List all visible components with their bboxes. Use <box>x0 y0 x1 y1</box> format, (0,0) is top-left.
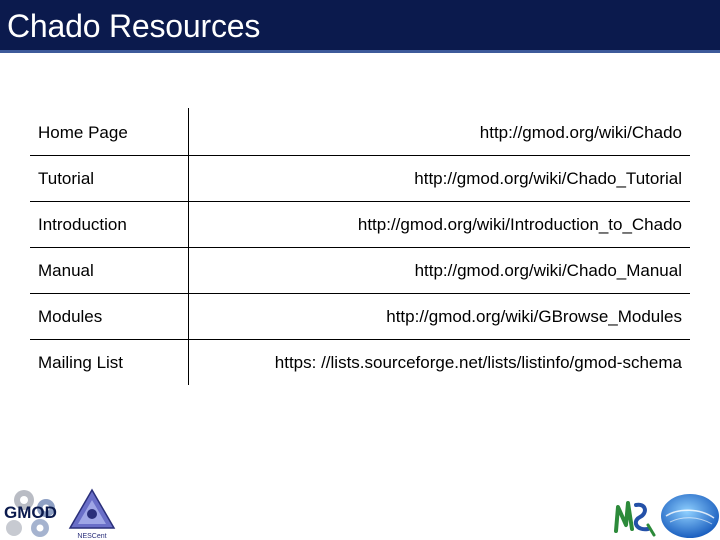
resource-url[interactable]: http://gmod.org/wiki/Chado_Manual <box>188 247 690 294</box>
table-row: Mailing List https: //lists.sourceforge.… <box>30 339 690 385</box>
resource-label: Modules <box>30 293 189 340</box>
gmod-logo-text: GMOD <box>4 503 57 522</box>
ns-logo <box>614 501 656 537</box>
resource-url[interactable]: https: //lists.sourceforge.net/lists/lis… <box>188 339 690 385</box>
table-row: Modules http://gmod.org/wiki/GBrowse_Mod… <box>30 293 690 340</box>
nescent-logo-text: NESCent <box>77 533 106 540</box>
resources-table: Home Page http://gmod.org/wiki/Chado Tut… <box>30 108 690 385</box>
blue-globe-logo <box>661 494 719 538</box>
resource-label: Manual <box>30 247 189 294</box>
title-underline <box>0 50 720 53</box>
resource-url[interactable]: http://gmod.org/wiki/Introduction_to_Cha… <box>188 201 690 248</box>
resource-url[interactable]: http://gmod.org/wiki/Chado_Tutorial <box>188 155 690 202</box>
resource-label: Tutorial <box>30 155 189 202</box>
gmod-logo: GMOD <box>4 490 57 537</box>
table-row: Home Page http://gmod.org/wiki/Chado <box>30 108 690 156</box>
title-bar: Chado Resources <box>0 0 720 53</box>
table-row: Tutorial http://gmod.org/wiki/Chado_Tuto… <box>30 155 690 202</box>
nescent-logo: NESCent <box>68 488 116 540</box>
table-row: Manual http://gmod.org/wiki/Chado_Manual <box>30 247 690 294</box>
resource-label: Home Page <box>30 108 189 156</box>
slide-title: Chado Resources <box>7 8 261 44</box>
resource-url[interactable]: http://gmod.org/wiki/Chado <box>479 122 682 142</box>
resource-label: Introduction <box>30 201 189 248</box>
table-row: Introduction http://gmod.org/wiki/Introd… <box>30 201 690 248</box>
resource-url[interactable]: http://gmod.org/wiki/GBrowse_Modules <box>188 293 690 340</box>
resource-label: Mailing List <box>30 339 189 385</box>
gear-icon <box>6 490 55 537</box>
